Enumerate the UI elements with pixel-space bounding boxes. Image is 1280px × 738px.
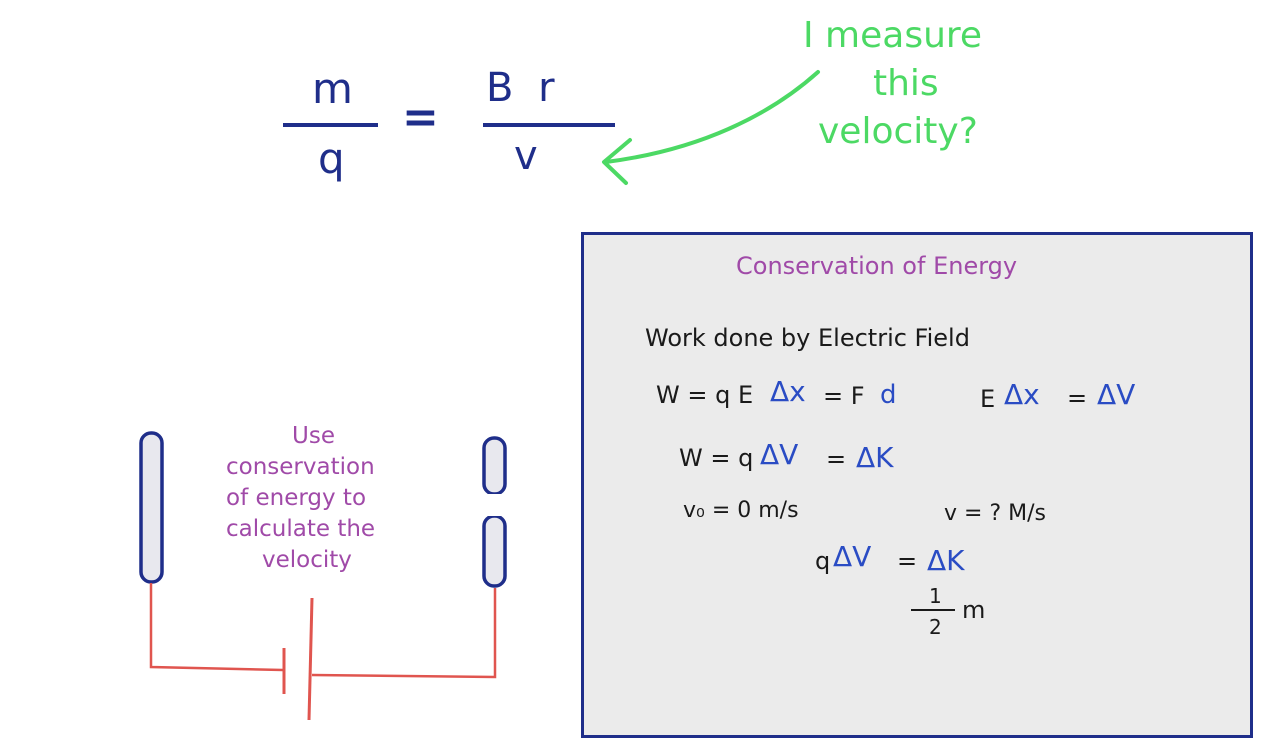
left-plate [139,431,164,584]
board-line4-delta-k: ΔK [927,544,965,577]
battery-long-plate [307,597,314,720]
board-line1-right-e: E [980,385,996,413]
board-fraction-m: m [962,596,986,624]
equation-num-right: B r [486,65,561,111]
green-arrow-icon [604,70,820,164]
equation-den-left: q [318,134,345,183]
right-plate-top [482,436,507,496]
equation-fraction-bar-left [283,123,378,127]
board-line2-delta-v: ΔV [760,438,799,471]
board-line1-delta-x: Δx [770,375,806,408]
board-line1-right-delta-x: Δx [1004,378,1040,411]
board-line4-q: q [815,547,831,575]
board-fraction-numerator: 1 [929,584,942,608]
green-question-line-2: this [873,63,939,104]
board-line2-delta-k: ΔK [856,441,894,474]
purple-note-line-3: of energy to [226,485,367,511]
board-line2-equals: = [826,445,847,473]
circuit-drawing [139,70,820,720]
board-line1-right-delta-v: ΔV [1097,378,1136,411]
board-fraction-bar [911,609,955,611]
board-final-velocity: v = ? M/s [944,501,1046,526]
board-title: Conservation of Energy [736,252,1018,280]
equation-den-right: v [514,133,538,179]
board-line4-delta-v: ΔV [833,540,872,573]
board-line1-part-a: W = q E [656,381,754,409]
board-initial-velocity: v₀ = 0 m/s [683,498,799,523]
board-line2-part-a: W = q [679,444,754,472]
equation-num-left: m [312,64,353,113]
green-question-line-1: I measure [803,15,983,56]
board-heading: Work done by Electric Field [645,324,970,352]
purple-note-line-2: conservation [226,454,375,480]
board-line1-d: d [880,380,897,410]
conservation-board [581,232,1253,738]
equation-fraction-bar-right [483,123,615,127]
right-plate-bottom [482,514,507,588]
purple-note-line-1: Use [292,423,335,449]
purple-note-line-4: calculate the [226,516,376,542]
right-wire [311,588,497,679]
board-line1-right-equals: = [1067,384,1088,412]
board-line1-part-b: = F [823,382,865,410]
green-arrowhead-icon [602,138,632,185]
green-question-line-3: velocity? [818,111,978,152]
board-line4-equals: = [897,547,918,575]
purple-note-line-5: velocity [262,547,352,573]
board-fraction-denominator: 2 [929,615,942,639]
equation-equals: = [402,92,439,143]
left-wire [149,583,284,672]
